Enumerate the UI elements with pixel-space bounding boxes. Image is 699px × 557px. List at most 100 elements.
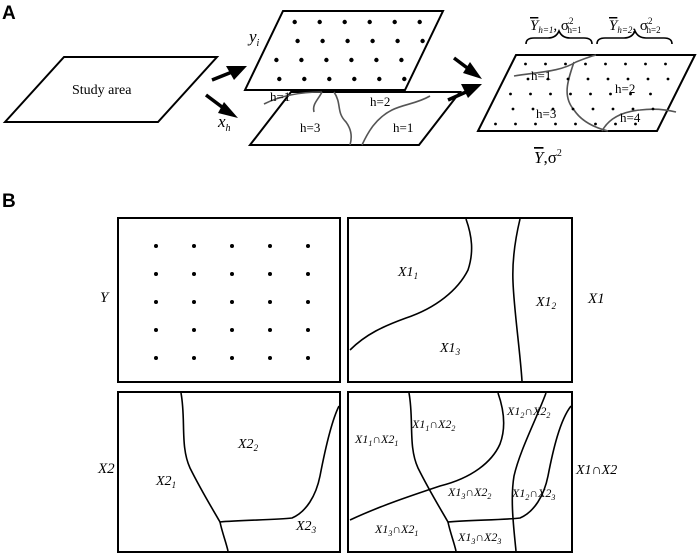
sample-point [554,122,557,126]
sample-point [569,92,572,96]
sample-point [402,76,407,82]
sample-point [666,77,670,81]
panel-b-letter: B [2,191,16,212]
arrow-from-sample [452,56,482,79]
result-plane: h=1 h=2 h=3 h=4 [476,54,697,132]
sample-point [230,328,234,332]
sample-point [514,122,517,126]
intersection-4: X13∩X22 [447,485,491,501]
sample-point [154,244,158,248]
sample-point [306,356,310,360]
sample-point [551,107,555,111]
sample-point [531,107,535,111]
sample-point [604,62,607,66]
sample-point [295,38,300,44]
x2-box: X21 X22 X23 [117,391,341,553]
sample-point [277,76,282,82]
x2-region-3: X23 [295,519,317,535]
arrow-to-xh [204,93,238,118]
sample-point [574,122,577,126]
sample-point [230,300,234,304]
strata-label-3: h=3 [300,120,320,135]
intersection-1: X11∩X21 [354,432,398,448]
sample-point [306,328,310,332]
result-stratum-2: h=2 [615,81,635,96]
sample-point [417,19,422,25]
sample-point [664,62,667,66]
intersection-2: X11∩X22 [411,417,455,433]
x2-region-2: X22 [237,437,259,453]
x1-region-2: X12 [535,295,557,311]
sample-point [526,77,530,81]
sample-point [306,300,310,304]
sample-point [320,38,325,44]
sample-point [192,356,196,360]
x1-side-label: X1 [587,291,605,307]
sample-point [644,62,647,66]
sample-point [230,244,234,248]
arrow-from-strata [447,84,482,102]
sample-point [591,107,595,111]
sample-point [230,272,234,276]
sample-plane [243,10,445,91]
sample-point [494,122,497,126]
sample-point [317,19,322,25]
x1-region-3: X13 [439,341,461,357]
sample-point [649,92,652,96]
sample-point [306,244,310,248]
yi-label: yi [247,27,260,49]
sample-point [566,77,570,81]
sample-point [268,328,272,332]
y-box [117,217,341,383]
sample-point [594,122,597,126]
sample-point [546,77,550,81]
sample-point [154,328,158,332]
result-stratum-4: h=4 [620,110,641,125]
sample-point [586,77,590,81]
result-stratum-1: h=1 [531,68,551,83]
sample-point [524,62,527,66]
stratum-1-brace [525,28,593,45]
strata-label-2: h=2 [370,94,390,109]
sample-point [611,107,615,111]
x1-region-1: X11 [397,265,418,281]
sample-point [268,244,272,248]
sample-point [306,272,310,276]
intersection-5: X12∩X23 [511,486,555,502]
sample-point [564,62,567,66]
sample-points [274,19,425,82]
sample-point [192,244,196,248]
sample-point [268,272,272,276]
strata-plane: h=1 h=2 h=3 h=1 [247,89,463,146]
sample-point [268,300,272,304]
sample-point [274,57,279,63]
sample-point [299,57,304,63]
sample-point [370,38,375,44]
sample-point [511,107,515,111]
strata-label-4: h=1 [393,120,413,135]
sample-point [651,107,655,111]
sample-point [367,19,372,25]
x2-region-1: X21 [155,474,176,490]
sample-point [606,77,610,81]
sample-point [230,356,234,360]
sample-point [509,92,512,96]
sample-point [324,57,329,63]
sample-point [399,57,404,63]
panel-a-letter: A [2,3,16,24]
sample-point [345,38,350,44]
sample-point [395,38,400,44]
sample-point [377,76,382,82]
sample-point [609,92,612,96]
sample-point [629,92,632,96]
y-sample-points [154,244,310,360]
study-area-plane: Study area [2,56,220,123]
sample-point [529,92,532,96]
sample-point [584,62,587,66]
intersection-3: X12∩X22 [506,404,550,420]
sample-point [420,38,425,44]
x1x2-box: X11∩X21 X11∩X22 X12∩X22 X13∩X22 X12∩X23 … [347,391,573,553]
sample-point [268,356,272,360]
